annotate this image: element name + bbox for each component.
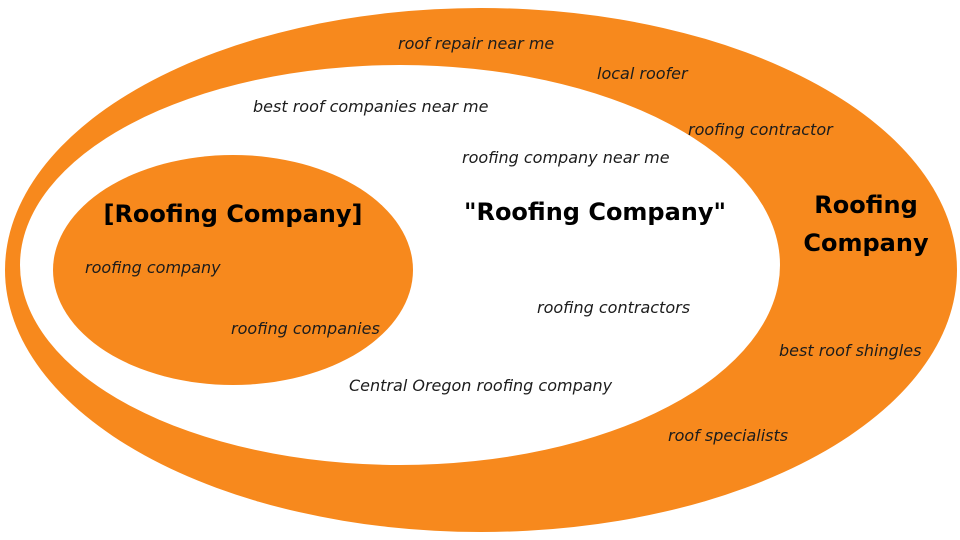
broad-keyword: best roof shingles xyxy=(779,341,922,360)
phrase-keyword: roofing company xyxy=(85,258,221,277)
broad-keyword: local roofer xyxy=(597,64,688,83)
broad-match-title-line1: Roofing xyxy=(814,191,918,219)
broad-keyword: roofing contractor xyxy=(688,120,833,139)
phrase-match-ellipse xyxy=(53,155,413,385)
phrase-keyword: roofing companies xyxy=(231,319,380,338)
exact-keyword: roofing contractors xyxy=(537,298,691,317)
phrase-match-title: [Roofing Company] xyxy=(103,200,363,228)
broad-match-title-line2: Company xyxy=(803,229,929,257)
broad-match-title: Roofing Company xyxy=(803,186,928,262)
exact-keyword: best roof companies near me xyxy=(253,97,489,116)
exact-match-title: "Roofing Company" xyxy=(463,198,727,226)
broad-keyword: roof repair near me xyxy=(398,34,555,53)
broad-keyword: roof specialists xyxy=(668,426,789,445)
exact-keyword: roofing company near me xyxy=(462,148,670,167)
exact-keyword: Central Oregon roofing company xyxy=(349,376,613,395)
